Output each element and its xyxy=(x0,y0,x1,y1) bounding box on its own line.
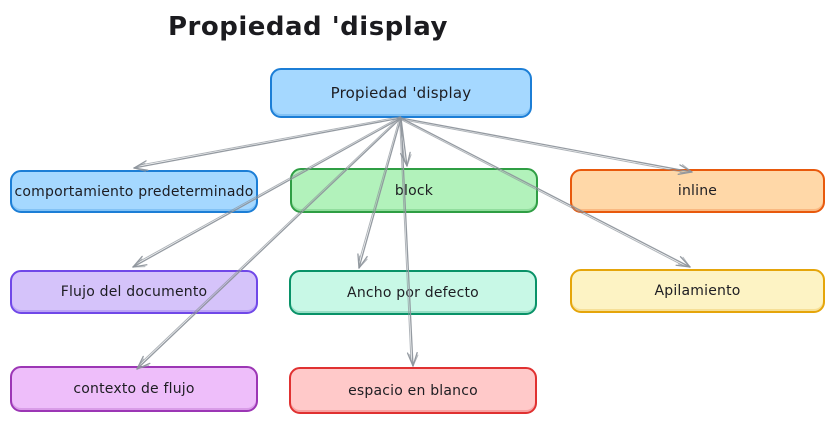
node-label: block xyxy=(394,182,434,199)
node-espacio-en-blanco[interactable]: espacio en blanco xyxy=(289,367,537,414)
node-propiedad-display[interactable]: Propiedad 'display xyxy=(270,68,532,118)
node-label: contexto de flujo xyxy=(73,381,195,397)
node-ancho-por-defecto[interactable]: Ancho por defecto xyxy=(289,270,537,315)
node-flujo-del-documento[interactable]: Flujo del documento xyxy=(10,270,258,314)
node-inline[interactable]: inline xyxy=(570,169,825,213)
diagram-title: Propiedad 'display xyxy=(168,12,448,42)
node-label: Apilamiento xyxy=(654,283,741,299)
node-label: Propiedad 'display xyxy=(330,84,472,102)
node-apilamiento[interactable]: Apilamiento xyxy=(570,269,825,313)
node-label: Flujo del documento xyxy=(60,284,208,300)
node-block[interactable]: block xyxy=(290,168,538,213)
node-comportamiento-predeterminado[interactable]: comportamiento predeterminado xyxy=(10,170,258,213)
node-contexto-de-flujo[interactable]: contexto de flujo xyxy=(10,366,258,412)
node-label: Ancho por defecto xyxy=(347,284,479,301)
node-label: espacio en blanco xyxy=(348,382,478,399)
node-label: comportamiento predeterminado xyxy=(14,183,254,200)
node-label: inline xyxy=(677,183,718,199)
